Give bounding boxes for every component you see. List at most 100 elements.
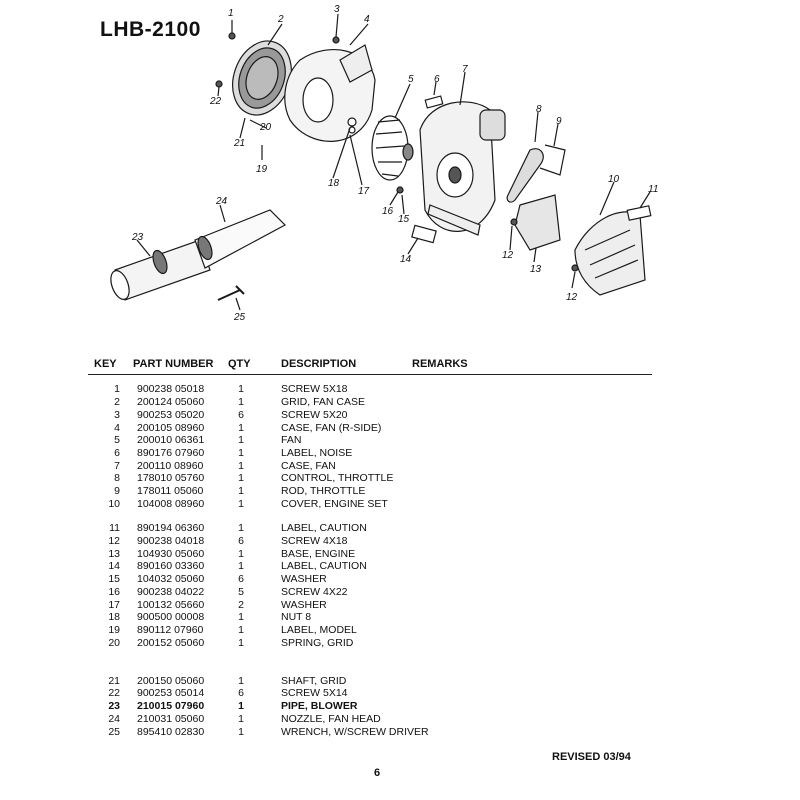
row-qty: 1: [238, 548, 244, 560]
row-qty: 1: [238, 522, 244, 534]
header-description: DESCRIPTION: [281, 358, 357, 370]
row-part-number: 210031 05060: [137, 713, 205, 725]
row-description: SCREW 4X18: [281, 535, 348, 547]
row-qty: 1: [238, 726, 244, 738]
callout-20: 20: [259, 122, 272, 133]
row-key: 12: [108, 535, 120, 547]
exploded-parts-diagram: 1 2 3 4 5 6 7 8 9 10 11 12 12 13 14 15 1…: [110, 4, 658, 323]
callout-7: 7: [462, 64, 468, 75]
row-qty: 6: [238, 573, 244, 585]
callout-12a: 12: [502, 250, 514, 261]
row-qty: 5: [238, 586, 244, 598]
row-key: 22: [108, 687, 120, 699]
row-part-number: 900500 00008: [137, 611, 205, 623]
row-description: CASE, FAN: [281, 460, 336, 472]
row-qty: 1: [238, 383, 244, 395]
callout-14: 14: [400, 254, 412, 265]
row-qty: 1: [238, 396, 244, 408]
table-row: 4 200105 08960 1 CASE, FAN (R-SIDE): [0, 422, 800, 434]
table-row: 13 104930 05060 1 BASE, ENGINE: [0, 548, 800, 560]
row-key: 10: [108, 498, 120, 510]
row-part-number: 900238 04022: [137, 586, 205, 598]
row-key: 9: [114, 485, 120, 497]
row-key: 17: [108, 599, 120, 611]
callout-2: 2: [277, 14, 284, 25]
row-description: COVER, ENGINE SET: [281, 498, 388, 510]
row-description: WASHER: [281, 599, 327, 611]
model-title: LHB-2100: [100, 18, 201, 41]
row-qty: 1: [238, 447, 244, 459]
callout-18: 18: [328, 178, 340, 189]
header-qty: QTY: [228, 358, 251, 370]
callout-5: 5: [408, 74, 414, 85]
row-qty: 1: [238, 700, 244, 712]
row-qty: 1: [238, 498, 244, 510]
row-key: 13: [108, 548, 120, 560]
callout-6: 6: [434, 74, 440, 85]
row-description: CONTROL, THROTTLE: [281, 472, 394, 484]
header-key: KEY: [94, 358, 117, 370]
row-description: FAN: [281, 434, 302, 446]
row-part-number: 104008 08960: [137, 498, 205, 510]
callout-4: 4: [364, 14, 370, 25]
row-description: WRENCH, W/SCREW DRIVER: [281, 726, 429, 738]
row-key: 24: [108, 713, 120, 725]
row-qty: 6: [238, 409, 244, 421]
row-qty: 1: [238, 485, 244, 497]
callout-12b: 12: [566, 292, 578, 303]
blower-pipe-part: [110, 209, 286, 301]
row-qty: 6: [238, 687, 244, 699]
row-description: LABEL, CAUTION: [281, 560, 367, 572]
callout-3: 3: [334, 4, 340, 15]
row-part-number: 900238 05018: [137, 383, 205, 395]
row-key: 5: [114, 434, 120, 446]
row-qty: 1: [238, 472, 244, 484]
row-part-number: 900253 05014: [137, 687, 205, 699]
row-description: CASE, FAN (R-SIDE): [281, 422, 382, 434]
row-part-number: 900238 04018: [137, 535, 205, 547]
row-key: 4: [114, 422, 120, 434]
row-part-number: 210015 07960: [137, 700, 205, 712]
row-key: 23: [108, 700, 120, 712]
row-qty: 1: [238, 460, 244, 472]
row-qty: 1: [238, 624, 244, 636]
callout-9: 9: [556, 116, 562, 127]
row-key: 21: [108, 675, 120, 687]
header-remarks: REMARKS: [412, 358, 468, 370]
row-part-number: 890194 06360: [137, 522, 205, 534]
row-description: SCREW 5X18: [281, 383, 348, 395]
row-part-number: 104930 05060: [137, 548, 205, 560]
row-qty: 1: [238, 422, 244, 434]
fan-case-r-side-part: [284, 44, 376, 142]
row-description: LABEL, NOISE: [281, 447, 353, 459]
row-key: 6: [114, 447, 120, 459]
row-description: LABEL, CAUTION: [281, 522, 367, 534]
row-part-number: 178010 05760: [137, 472, 205, 484]
row-key: 16: [108, 586, 120, 598]
row-qty: 1: [238, 675, 244, 687]
callout-21: 21: [233, 138, 245, 149]
row-qty: 1: [238, 713, 244, 725]
row-part-number: 890112 07960: [137, 624, 204, 636]
row-part-number: 200105 08960: [137, 422, 205, 434]
row-key: 14: [108, 560, 120, 572]
callout-8: 8: [536, 104, 542, 115]
row-description: PIPE, BLOWER: [281, 700, 358, 712]
row-key: 19: [108, 624, 120, 636]
row-qty: 1: [238, 611, 244, 623]
row-description: BASE, ENGINE: [281, 548, 356, 560]
